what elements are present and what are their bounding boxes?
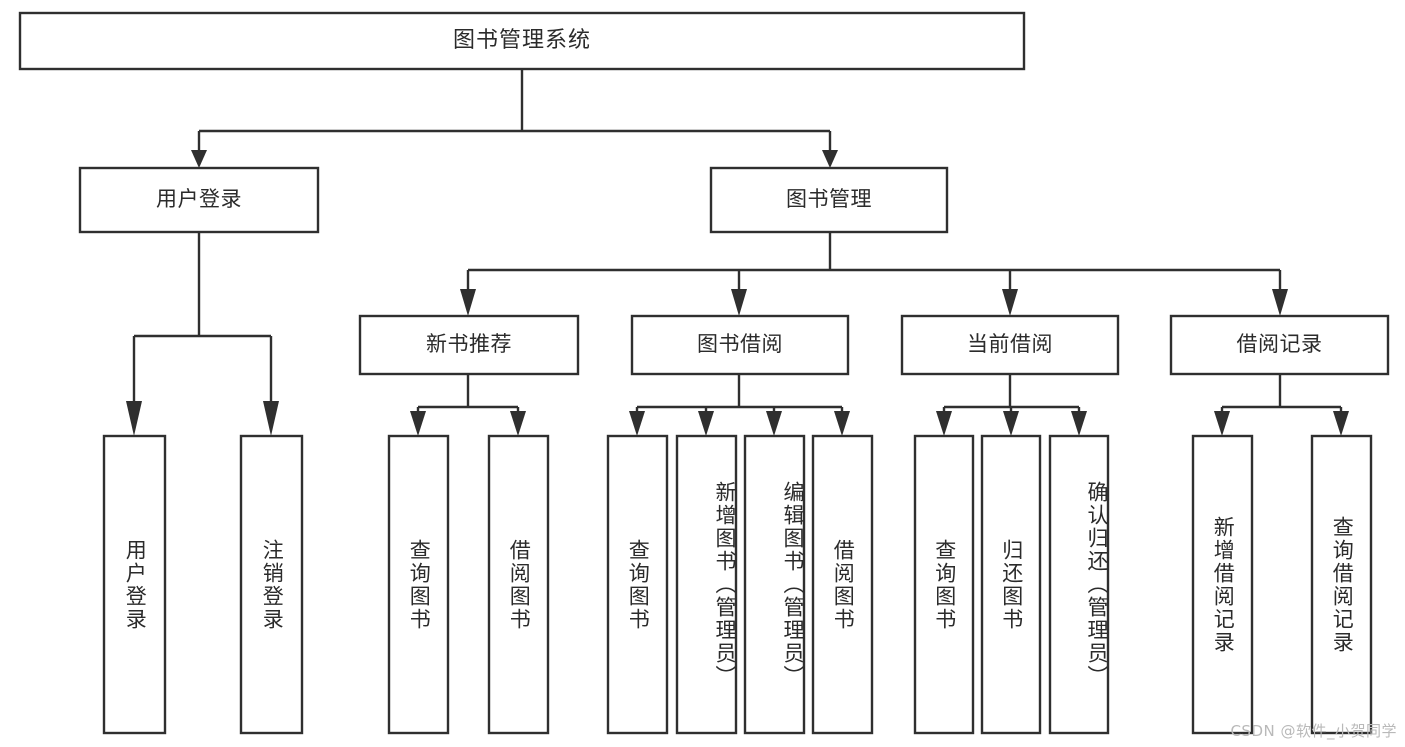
node-new-book-recommend[interactable] [358, 314, 580, 376]
node-book-management[interactable] [709, 166, 949, 234]
arrow-new-leaf-2 [510, 411, 526, 436]
arrow-record-leaf-2 [1333, 411, 1349, 436]
arrow-user-login-leaf-1 [126, 401, 142, 436]
node-leaf-new-2[interactable] [487, 434, 550, 735]
arrow-current-leaf-1 [936, 411, 952, 436]
node-leaf-borrow-2[interactable] [675, 434, 738, 735]
node-leaf-new-1[interactable] [387, 434, 450, 735]
arrow-borrow-leaf-3 [766, 411, 782, 436]
node-leaf-borrow-1[interactable] [606, 434, 669, 735]
arrow-root-to-book-mgmt [822, 150, 838, 168]
node-user-login[interactable] [78, 166, 320, 234]
arrow-root-to-user-login [191, 150, 207, 168]
node-leaf-borrow-3[interactable] [743, 434, 806, 735]
arrow-borrow-leaf-1 [629, 411, 645, 436]
arrow-user-login-leaf-2 [263, 401, 279, 436]
arrow-record-leaf-1 [1214, 411, 1230, 436]
node-leaf-current-3[interactable] [1048, 434, 1110, 735]
node-leaf-current-1[interactable] [913, 434, 975, 735]
arrow-book-mgmt-to-record [1272, 289, 1288, 316]
csdn-watermark: CSDN @软件_小贺同学 [1230, 722, 1397, 740]
node-leaf-user-login-2[interactable] [239, 434, 304, 735]
node-borrow-record[interactable] [1169, 314, 1390, 376]
arrow-borrow-leaf-4 [834, 411, 850, 436]
node-leaf-current-2[interactable] [980, 434, 1042, 735]
arrow-book-mgmt-to-borrow [731, 289, 747, 316]
arrow-new-leaf-1 [410, 411, 426, 436]
node-root[interactable] [18, 11, 1026, 71]
node-leaf-record-1[interactable] [1191, 434, 1254, 735]
arrow-book-mgmt-to-new [460, 289, 476, 316]
arrow-book-mgmt-to-current [1002, 289, 1018, 316]
arrow-borrow-leaf-2 [698, 411, 714, 436]
node-leaf-user-login-1[interactable] [102, 434, 167, 735]
node-current-borrow[interactable] [900, 314, 1120, 376]
arrow-current-leaf-3 [1071, 411, 1087, 436]
node-book-borrow[interactable] [630, 314, 850, 376]
node-leaf-borrow-4[interactable] [811, 434, 874, 735]
arrow-current-leaf-2 [1003, 411, 1019, 436]
node-leaf-record-2[interactable] [1310, 434, 1373, 735]
